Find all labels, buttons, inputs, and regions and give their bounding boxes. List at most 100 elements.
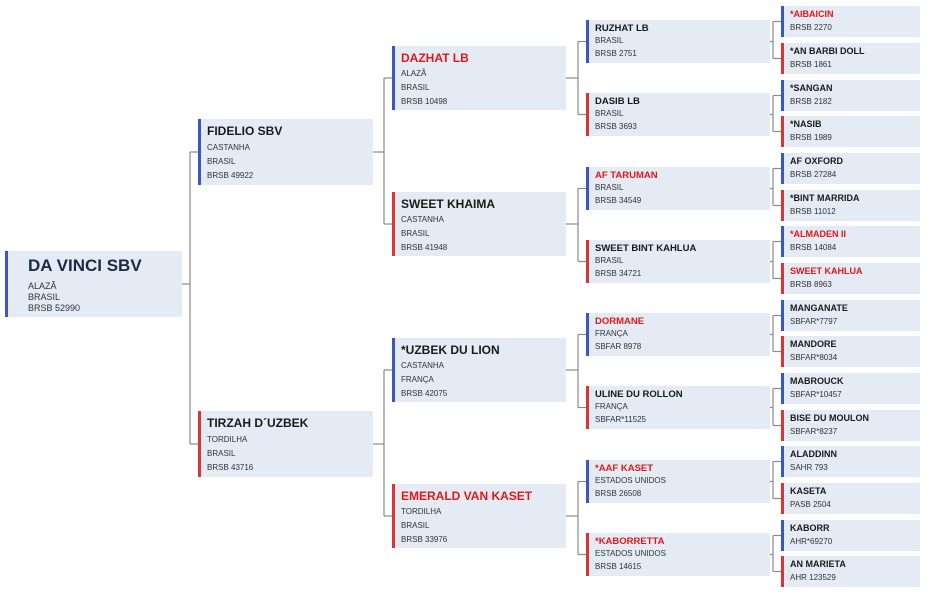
horse-name: KASETA — [790, 486, 827, 496]
horse-info-line: BRSB 41948 — [401, 243, 448, 252]
horse-name: AF OXFORD — [790, 156, 843, 166]
horse-info-line: BRSB 42075 — [401, 389, 448, 398]
horse-info-line: SAHR 793 — [790, 463, 828, 472]
horse-info-line: AHR*69270 — [790, 537, 833, 546]
horse-info-line: BRASIL — [28, 292, 61, 302]
horse-info-line: BRSB 34721 — [595, 268, 642, 278]
horse-info-line: BRSB 27284 — [790, 170, 837, 179]
horse-info-line: TORDILHA — [207, 435, 248, 444]
horse-info-line: BRASIL — [207, 449, 236, 458]
horse-card-sweet-bint-kahlua[interactable]: SWEET BINT KAHLUA BRASIL BRSB 34721 — [586, 240, 770, 283]
horse-name: EMERALD VAN KASET — [401, 489, 533, 503]
horse-name: BISE DU MOULON — [790, 413, 870, 423]
horse-info-line: SBFAR 8978 — [595, 341, 642, 351]
horse-card-manganate[interactable]: MANGANATE SBFAR*7797 — [781, 300, 920, 331]
horse-name: RUZHAT LB — [595, 23, 649, 34]
horse-card-nasib[interactable]: *NASIB BRSB 1989 — [781, 116, 920, 147]
horse-name: *ALMADEN II — [790, 229, 846, 239]
horse-card-mabrouck[interactable]: MABROUCK SBFAR*10457 — [781, 373, 920, 404]
horse-info-line: TORDILHA — [401, 507, 442, 516]
horse-card-sweet-kahlua[interactable]: SWEET KAHLUA BRSB 8963 — [781, 263, 920, 294]
horse-info-line: BRASIL — [401, 83, 430, 92]
horse-info-line: SBFAR*11525 — [595, 414, 646, 424]
horse-name: FIDELIO SBV — [207, 124, 283, 138]
horse-card-bint-marrida[interactable]: *BINT MARRIDA BRSB 11012 — [781, 190, 920, 221]
horse-name: *AIBAICIN — [790, 9, 834, 19]
horse-info-line: SBFAR*8237 — [790, 427, 838, 436]
horse-info-line: BRSB 26508 — [595, 488, 642, 498]
horse-name: TIRZAH D´UZBEK — [207, 416, 309, 430]
horse-card-aladdinn[interactable]: ALADDINN SAHR 793 — [781, 446, 920, 477]
horse-info-line: AHR 123529 — [790, 573, 836, 582]
horse-card-sweet-khaima[interactable]: SWEET KHAIMA CASTANHA BRASIL BRSB 41948 — [392, 192, 566, 256]
horse-card-kaborr[interactable]: KABORR AHR*69270 — [781, 520, 920, 551]
horse-info-line: SBFAR*10457 — [790, 390, 842, 399]
horse-info-line: FRANÇA — [595, 329, 628, 338]
horse-info-line: BRSB 2270 — [790, 23, 832, 32]
horse-info-line: SBFAR*7797 — [790, 317, 838, 326]
horse-info-line: BRSB 3693 — [595, 121, 637, 131]
horse-info-line: ALAZÃ — [28, 281, 57, 291]
horse-name: DASIB LB — [595, 96, 640, 107]
horse-name: SWEET BINT KAHLUA — [595, 243, 697, 254]
horse-name: SWEET KHAIMA — [401, 197, 495, 211]
horse-name: *AN BARBI DOLL — [790, 46, 865, 56]
horse-card-sangan[interactable]: *SANGAN BRSB 2182 — [781, 80, 920, 111]
horse-name: *UZBEK DU LION — [401, 343, 500, 357]
horse-name: MANGANATE — [790, 303, 848, 313]
horse-name: ULINE DU ROLLON — [595, 389, 683, 400]
horse-info-line: SBFAR*8034 — [790, 353, 838, 362]
horse-info-line: CASTANHA — [207, 143, 250, 152]
horse-info-line: BRSB 34549 — [595, 195, 642, 205]
horse-name: *NASIB — [790, 119, 822, 129]
horse-card-af-oxford[interactable]: AF OXFORD BRSB 27284 — [781, 153, 920, 184]
horse-card-bise-du-moulon[interactable]: BISE DU MOULON SBFAR*8237 — [781, 410, 920, 441]
horse-info-line: BRSB 2182 — [790, 97, 832, 106]
horse-card-aibaicin[interactable]: *AIBAICIN BRSB 2270 — [781, 6, 920, 37]
horse-info-line: BRASIL — [595, 183, 624, 192]
horse-name: ALADDINN — [790, 449, 837, 459]
horse-name: *SANGAN — [790, 83, 833, 93]
horse-info-line: BRASIL — [401, 229, 430, 238]
horse-info-line: BRASIL — [595, 256, 624, 265]
horse-info-line: BRSB 11012 — [790, 207, 836, 216]
horse-info-line: PASB 2504 — [790, 500, 831, 509]
horse-name: SWEET KAHLUA — [790, 266, 863, 276]
horse-info-line: BRSB 33976 — [401, 535, 448, 544]
horse-info-line: CASTANHA — [401, 215, 444, 224]
horse-name: *KABORRETTA — [595, 536, 665, 547]
horse-info-line: ALAZÃ — [401, 69, 427, 78]
horse-card-kaseta[interactable]: KASETA PASB 2504 — [781, 483, 920, 514]
horse-name: *BINT MARRIDA — [790, 193, 860, 203]
horse-card-almaden-ii[interactable]: *ALMADEN II BRSB 14084 — [781, 226, 920, 257]
horse-info-line: CASTANHA — [401, 361, 444, 370]
horse-info-line: ESTADOS UNIDOS — [595, 476, 666, 485]
horse-info-line: BRASIL — [595, 36, 624, 45]
horse-card-aaf-kaset[interactable]: *AAF KASET ESTADOS UNIDOS BRSB 26508 — [586, 460, 770, 503]
horse-info-line: BRSB 14084 — [790, 243, 837, 252]
horse-name: *AAF KASET — [595, 463, 654, 474]
horse-info-line: BRSB 14615 — [595, 561, 642, 571]
horse-card-tirzah-d-uzbek[interactable]: TIRZAH D´UZBEK TORDILHA BRASIL BRSB 43716 — [198, 411, 373, 477]
horse-name: MABROUCK — [790, 376, 844, 386]
horse-info-line: BRSB 43716 — [207, 463, 254, 472]
horse-info-line: BRSB 8963 — [790, 280, 832, 289]
horse-name: KABORR — [790, 523, 830, 533]
horse-info-line: BRSB 10498 — [401, 97, 448, 106]
horse-info-line: BRSB 1989 — [790, 133, 832, 142]
